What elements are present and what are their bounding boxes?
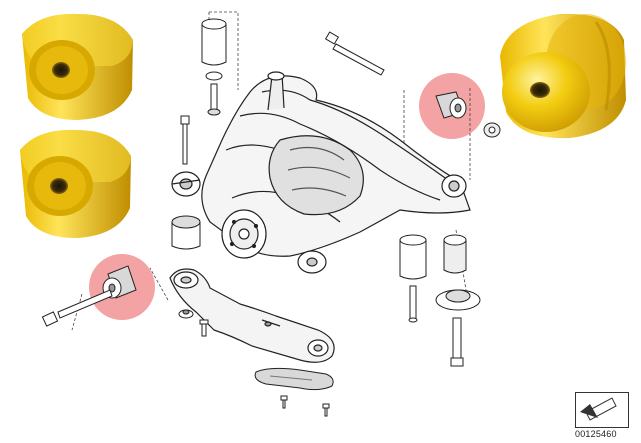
bushing-mid-left [20, 129, 131, 238]
bushing-top-right [500, 13, 626, 139]
reference-number: 00125460 [575, 429, 617, 439]
underbody-shield [254, 367, 334, 391]
rear-subframe [171, 71, 471, 274]
lower-arm [169, 268, 335, 363]
small-fasteners [178, 309, 209, 337]
small-bushing-right [435, 91, 467, 119]
bushing-top-left [22, 13, 133, 121]
upper-mount-stack [201, 18, 227, 116]
catalog-arrow-icon [575, 392, 629, 428]
long-bolt-left [41, 289, 113, 327]
long-bolt-top [324, 31, 501, 138]
right-mount-stack [399, 234, 481, 367]
vertical-bolt-left [180, 115, 190, 165]
small-bushing-left [102, 265, 137, 299]
lower-mount-left [171, 215, 201, 250]
shield-screws [280, 395, 330, 417]
